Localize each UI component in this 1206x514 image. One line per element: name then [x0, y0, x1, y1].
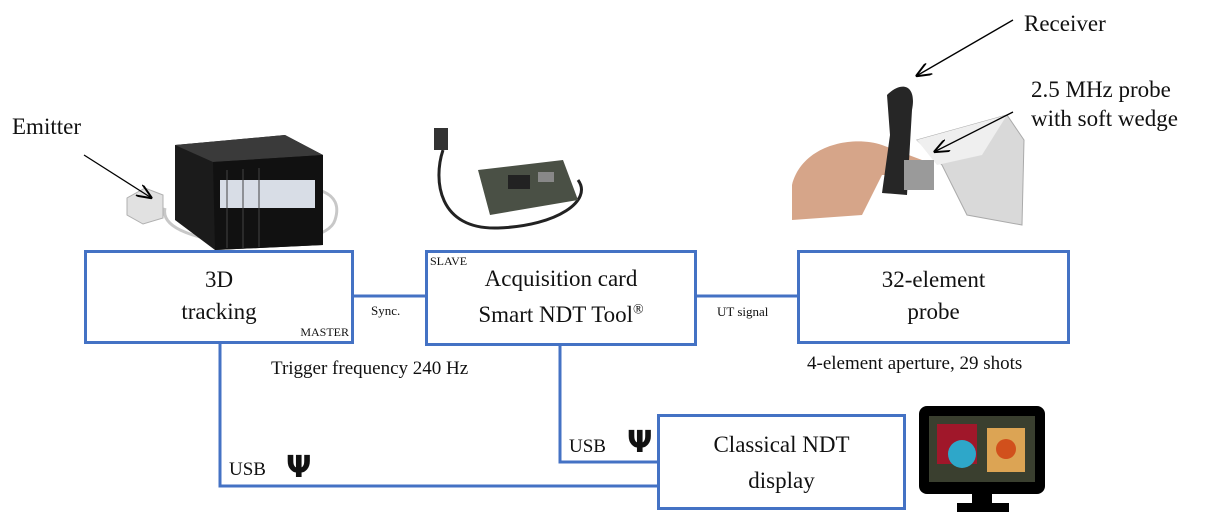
probe-label-line2: with soft wedge: [1031, 106, 1178, 131]
acquisition-card-image: [434, 128, 583, 230]
acquisition-line2: Smart NDT Tool®: [428, 303, 694, 326]
display-line2: display: [748, 468, 815, 493]
sync-label: Sync.: [371, 303, 401, 318]
aperture-label: 4-element aperture, 29 shots: [807, 353, 1023, 374]
master-tag: MASTER: [300, 325, 349, 339]
emitter-device-image: [126, 135, 339, 250]
receiver-label: Receiver: [1024, 11, 1106, 36]
display-line1: Classical NDT: [713, 432, 850, 457]
emitter-label: Emitter: [12, 114, 81, 139]
tracking-box: 3D tracking MASTER: [84, 250, 354, 344]
acquisition-line2-text: Smart NDT Tool: [478, 302, 634, 327]
emitter-arrow: [83, 154, 150, 197]
tracking-line2: tracking: [181, 299, 257, 324]
acquisition-box: SLAVE Acquisition card Smart NDT Tool®: [425, 250, 697, 346]
usb-label-left: USB: [229, 459, 266, 480]
probe-arrow: [936, 111, 1014, 151]
usb-line-mid: [558, 346, 657, 464]
monitor-icon: [919, 406, 1045, 512]
display-box: Classical NDT display: [657, 414, 906, 510]
probe-box-line1: 32-element: [881, 267, 986, 292]
probe-box: 32-element probe: [797, 250, 1070, 344]
acquisition-line1: Acquisition card: [484, 266, 638, 291]
usb-label-mid: USB: [569, 436, 606, 457]
probe-box-line2: probe: [907, 299, 960, 324]
tracking-line1: 3D: [204, 267, 234, 292]
ut-signal-label: UT signal: [717, 304, 769, 319]
usb-icon: Ψ: [286, 450, 312, 485]
registered-mark: ®: [633, 302, 644, 318]
probe-label-line1: 2.5 MHz probe: [1031, 77, 1171, 102]
receiver-arrow: [918, 19, 1014, 75]
trigger-frequency-label: Trigger frequency 240 Hz: [271, 358, 469, 379]
usb-line-left: [218, 342, 657, 488]
usb-icon: Ψ: [627, 425, 653, 460]
slave-tag: SLAVE: [430, 254, 468, 268]
